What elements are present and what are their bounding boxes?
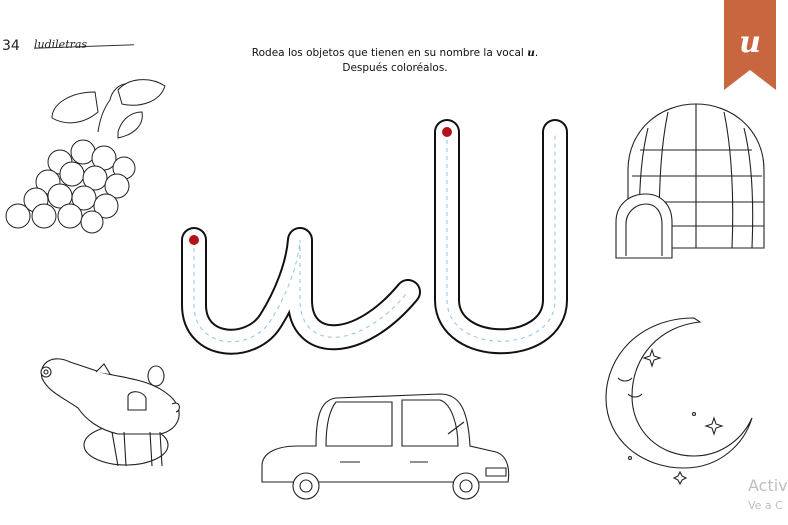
tab-letter: u [739, 25, 761, 60]
activation-watermark-line1: Activ [748, 476, 788, 495]
letter-u-uppercase [434, 119, 568, 355]
instruction-vowel: u [527, 47, 535, 59]
moon-icon [605, 317, 753, 486]
instruction-line2: Después coloréalos. [342, 62, 448, 74]
lowercase-start-dot [189, 235, 199, 245]
vowel-tab: u [724, 0, 776, 90]
page-number: 34 [2, 38, 20, 54]
grapes-icon [5, 79, 166, 234]
pig-icon [40, 358, 181, 467]
instruction-line1: Rodea los objetos que tienen en su nombr… [251, 47, 524, 59]
uppercase-start-dot [442, 127, 452, 137]
letter-u-lowercase [181, 227, 421, 355]
activation-watermark-line2: Ve a C [748, 499, 783, 512]
instruction-text: Rodea los objetos que tienen en su nombr… [251, 47, 539, 74]
igloo-icon [615, 103, 765, 259]
car-icon [261, 393, 510, 500]
